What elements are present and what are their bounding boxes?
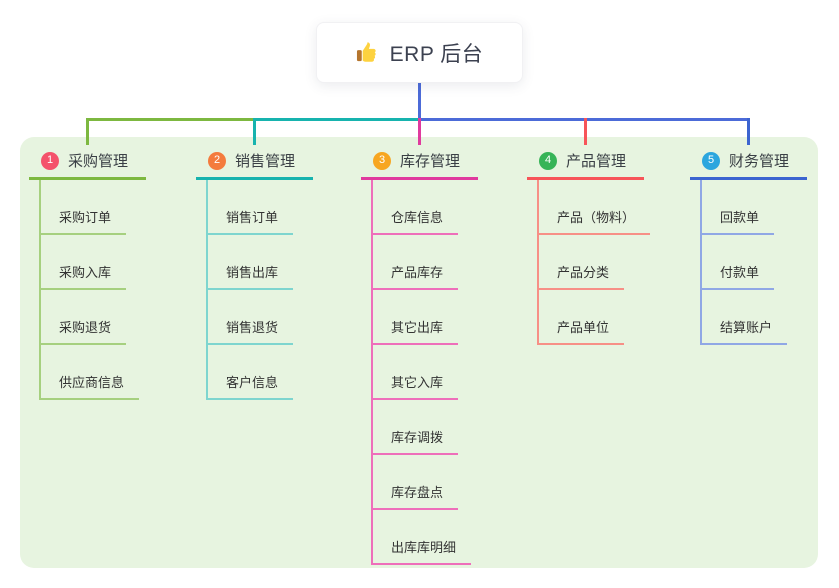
child-node[interactable]: 销售订单	[208, 180, 294, 235]
child-node[interactable]: 销售出库	[208, 235, 294, 290]
child-node[interactable]: 结算账户	[702, 290, 788, 345]
child-node[interactable]: 回款单	[702, 180, 775, 235]
child-label: 付款单	[720, 265, 760, 280]
branch-title[interactable]: 2 销售管理	[196, 148, 313, 180]
child-label: 其它出库	[391, 320, 444, 335]
child-node[interactable]: 采购入库	[41, 235, 127, 290]
branch-number-badge: 3	[373, 151, 391, 170]
child-label: 产品单位	[557, 320, 610, 335]
drop-line-3	[418, 118, 421, 145]
branch-number-badge: 4	[539, 151, 557, 170]
branch-title-label: 销售管理	[235, 153, 296, 170]
child-node[interactable]: 供应商信息	[41, 345, 140, 400]
root-stem-line	[418, 83, 421, 121]
child-node[interactable]: 产品库存	[373, 235, 459, 290]
branch-children: 采购订单采购入库采购退货供应商信息	[39, 180, 140, 400]
branches-panel	[20, 137, 818, 568]
branch-title-label: 采购管理	[68, 153, 129, 170]
child-label: 产品（物料）	[557, 210, 636, 225]
child-label: 仓库信息	[391, 210, 444, 225]
child-node[interactable]: 付款单	[702, 235, 775, 290]
drop-line-5	[747, 118, 750, 145]
child-label: 产品库存	[391, 265, 444, 280]
drop-line-4	[584, 118, 587, 145]
branch-title-label: 库存管理	[400, 153, 461, 170]
child-label: 其它入库	[391, 375, 444, 390]
child-node[interactable]: 产品单位	[539, 290, 625, 345]
branch-4: 4 产品管理 产品（物料） 产品分类产品单位	[527, 148, 651, 345]
branch-title-label: 财务管理	[729, 153, 790, 170]
child-label: 销售订单	[226, 210, 279, 225]
child-label: 采购订单	[59, 210, 112, 225]
child-node[interactable]: 出库库明细	[373, 510, 472, 565]
child-label: 结算账户	[720, 320, 773, 335]
branch-2: 2 销售管理 销售订单销售出库销售退货客户信息	[196, 148, 313, 400]
child-node[interactable]: 产品分类	[539, 235, 625, 290]
branch-children: 销售订单销售出库销售退货客户信息	[206, 180, 294, 400]
child-label: 供应商信息	[59, 375, 125, 390]
branch-title[interactable]: 5 财务管理	[690, 148, 807, 180]
rail-segment-teal	[253, 118, 418, 121]
child-label: 产品分类	[557, 265, 610, 280]
branch-title[interactable]: 1 采购管理	[29, 148, 146, 180]
child-node[interactable]: 采购退货	[41, 290, 127, 345]
branch-number-badge: 2	[208, 151, 226, 170]
child-node[interactable]: 客户信息	[208, 345, 294, 400]
branch-title[interactable]: 4 产品管理	[527, 148, 644, 180]
branch-children: 回款单付款单结算账户	[700, 180, 788, 345]
child-label: 销售退货	[226, 320, 279, 335]
child-label: 出库库明细	[391, 540, 457, 555]
child-node[interactable]: 库存盘点	[373, 455, 459, 510]
drop-line-1	[86, 118, 89, 145]
child-node[interactable]: 销售退货	[208, 290, 294, 345]
root-title: ERP 后台	[389, 42, 484, 66]
child-label: 库存调拨	[391, 430, 444, 445]
child-label: 采购退货	[59, 320, 112, 335]
rail-segment-green	[86, 118, 253, 121]
branch-title[interactable]: 3 库存管理	[361, 148, 478, 180]
branch-number-badge: 1	[41, 151, 59, 170]
child-node[interactable]: 其它出库	[373, 290, 459, 345]
drop-line-2	[253, 118, 256, 145]
child-label: 销售出库	[226, 265, 279, 280]
child-node[interactable]: 库存调拨	[373, 400, 459, 455]
child-node[interactable]: 采购订单	[41, 180, 127, 235]
thumbs-up-icon	[356, 41, 379, 64]
branch-title-label: 产品管理	[566, 153, 627, 170]
child-label: 库存盘点	[391, 485, 444, 500]
child-node[interactable]: 其它入库	[373, 345, 459, 400]
child-label: 回款单	[720, 210, 760, 225]
root-node[interactable]: ERP 后台	[316, 22, 523, 83]
child-node[interactable]: 仓库信息	[373, 180, 459, 235]
branch-children: 仓库信息产品库存其它出库其它入库库存调拨库存盘点出库库明细	[371, 180, 472, 565]
branch-children: 产品（物料） 产品分类产品单位	[537, 180, 651, 345]
child-label: 采购入库	[59, 265, 112, 280]
branch-5: 5 财务管理 回款单付款单结算账户	[690, 148, 807, 345]
branch-3: 3 库存管理 仓库信息产品库存其它出库其它入库库存调拨库存盘点出库库明细	[361, 148, 478, 565]
branch-1: 1 采购管理 采购订单采购入库采购退货供应商信息	[29, 148, 146, 400]
child-label: 客户信息	[226, 375, 279, 390]
branch-number-badge: 5	[702, 151, 720, 170]
child-node[interactable]: 产品（物料）	[539, 180, 651, 235]
